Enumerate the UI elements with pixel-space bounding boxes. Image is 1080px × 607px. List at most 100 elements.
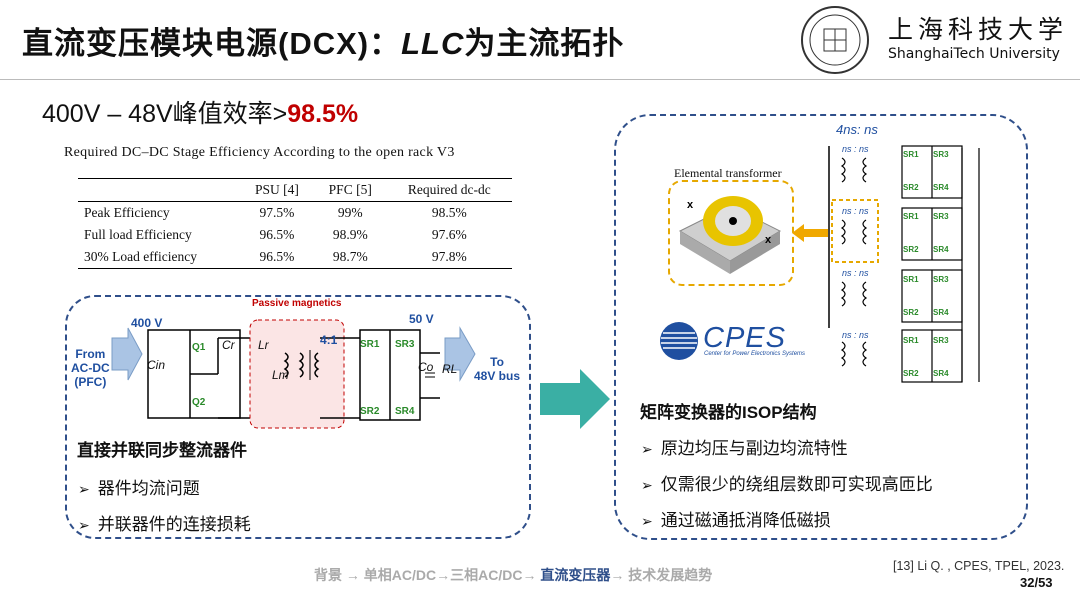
breadcrumb-current: 直流变压器 xyxy=(540,567,611,583)
ratio-label: 4:1 xyxy=(320,333,338,347)
table-cell: 97.6% xyxy=(431,227,467,242)
sr2-label: SR2 xyxy=(903,308,919,317)
title-italic: LLC xyxy=(401,26,465,61)
right-box-heading: 矩阵变换器的ISOP结构 xyxy=(640,403,817,422)
orange-arrow-icon xyxy=(792,224,828,242)
cpes-logo-sub: Center for Power Electronics Systems xyxy=(704,351,806,357)
elemental-label: Elemental transformer xyxy=(674,166,782,180)
efficiency-table: PSU [4] PFC [5] Required dc-dc Peak Effi… xyxy=(78,178,512,269)
subtitle-value: 98.5% xyxy=(287,100,359,128)
output-arrow-icon xyxy=(444,326,476,382)
table-cell: Peak Efficiency xyxy=(84,205,170,220)
title-rule xyxy=(0,79,1080,80)
right-box-item: ➢通过磁通抵消降低磁损 xyxy=(641,511,831,530)
sr4-label: SR4 xyxy=(933,308,949,317)
cin-label: Cin xyxy=(147,358,166,372)
subtitle-prefix: 400V – 48V峰值效率> xyxy=(42,100,288,128)
table-cell: 98.9% xyxy=(332,227,368,242)
sr3-label: SR3 xyxy=(395,339,415,350)
cr-label: Cr xyxy=(222,338,235,352)
table-cell: Full load Efficiency xyxy=(84,227,192,242)
bullet-arrow-icon: ➢ xyxy=(641,513,653,529)
co-label: Co xyxy=(418,360,434,374)
sr1-label: SR1 xyxy=(903,336,919,345)
right-callout-box xyxy=(614,114,1028,540)
title-tail: 为主流拓扑 xyxy=(464,26,625,61)
input-arrow-icon xyxy=(111,327,143,381)
table-cell: 97.8% xyxy=(431,249,467,264)
ns-label: ns : ns xyxy=(842,206,869,216)
right-box-item: ➢原边均压与副边均流特性 xyxy=(641,439,848,458)
table-row: Full load Efficiency 96.5% 98.9% 97.6% xyxy=(78,224,512,246)
right-arrow-icon xyxy=(540,369,610,429)
vin-label: 400 V xyxy=(131,316,163,330)
table-cell: 97.5% xyxy=(259,205,295,220)
table-cell: 99% xyxy=(337,205,363,220)
matrix-transformer-diagram xyxy=(828,145,980,383)
sr4-label: SR4 xyxy=(933,183,949,192)
sr2-label: SR2 xyxy=(903,183,919,192)
lr-label: Lr xyxy=(258,338,269,352)
page-number: 32/53 xyxy=(1020,575,1053,590)
logo-en: ShanghaiTech University xyxy=(888,46,1060,62)
ns-label: ns : ns xyxy=(842,330,869,340)
breadcrumb-prev: 背景 → 单相AC/DC→三相AC/DC→ xyxy=(314,567,541,583)
title-main: 直流变压模块电源(DCX)： xyxy=(22,26,402,61)
table-cell: 96.5% xyxy=(259,249,295,264)
sr3-label: SR3 xyxy=(933,275,949,284)
elemental-transformer-icon: x x xyxy=(678,196,782,274)
sr2-label: SR2 xyxy=(360,406,380,417)
breadcrumb-next: → 技术发展趋势 xyxy=(610,567,713,583)
reference-citation: [13] Li Q. , CPES, TPEL, 2023. xyxy=(893,559,1065,573)
sr1-label: SR1 xyxy=(903,150,919,159)
sr1-label: SR1 xyxy=(360,339,380,350)
q2-label: Q2 xyxy=(192,397,206,408)
passive-label: Passive magnetics xyxy=(252,298,342,309)
sr4-label: SR4 xyxy=(395,406,415,417)
q1-label: Q1 xyxy=(192,342,206,353)
sr1-label: SR1 xyxy=(903,212,919,221)
rl-label: RL xyxy=(442,362,458,376)
vout-label: 50 V xyxy=(409,312,434,326)
efficiency-subtitle: 400V – 48V峰值效率>98.5% xyxy=(42,94,358,130)
table-header: PFC [5] xyxy=(328,182,372,197)
left-box-heading: 直接并联同步整流器件 xyxy=(77,441,247,460)
breadcrumb: 背景 → 单相AC/DC→三相AC/DC→ 直流变压器→ 技术发展趋势 xyxy=(314,565,712,585)
matrix-ratio-label: 4ns: ns xyxy=(836,122,878,137)
ns-label: ns : ns xyxy=(842,144,869,154)
university-seal-logo xyxy=(801,6,869,74)
bullet-arrow-icon: ➢ xyxy=(641,477,653,493)
left-box-item: ➢器件均流问题 xyxy=(78,479,200,498)
bullet-arrow-icon: ➢ xyxy=(78,481,90,497)
table-cell: 98.7% xyxy=(332,249,368,264)
x-mark: x xyxy=(765,234,772,246)
slide-title: 直流变压模块电源(DCX)：LLC为主流拓扑 xyxy=(22,18,624,63)
logo-cn: 上海科技大学 xyxy=(888,15,1069,44)
table-header: Required dc-dc xyxy=(407,182,491,197)
to-label: To 48V bus xyxy=(474,355,521,383)
sr3-label: SR3 xyxy=(933,150,949,159)
cpes-logo-text: CPES xyxy=(703,322,786,354)
left-box-item: ➢并联器件的连接损耗 xyxy=(78,515,251,534)
lm-label: Lm xyxy=(272,368,289,382)
table-row: 30% Load efficiency 96.5% 98.7% 97.8% xyxy=(78,246,512,269)
bullet-arrow-icon: ➢ xyxy=(641,441,653,457)
right-box-item: ➢仅需很少的绕组层数即可实现高匝比 xyxy=(641,475,933,494)
llc-circuit-diagram xyxy=(111,319,476,429)
sr2-label: SR2 xyxy=(903,369,919,378)
sr3-label: SR3 xyxy=(933,336,949,345)
sr3-label: SR3 xyxy=(933,212,949,221)
table-header xyxy=(78,179,240,202)
sr4-label: SR4 xyxy=(933,369,949,378)
table-header-row: PSU [4] PFC [5] Required dc-dc xyxy=(78,178,512,202)
sr2-label: SR2 xyxy=(903,245,919,254)
sr1-label: SR1 xyxy=(903,275,919,284)
table-header: PSU [4] xyxy=(254,182,299,197)
bullet-arrow-icon: ➢ xyxy=(78,517,90,533)
cpes-logo-icon xyxy=(660,322,698,360)
table-caption: Required DC–DC Stage Efficiency Accordin… xyxy=(64,145,455,160)
x-mark: x xyxy=(687,199,694,211)
table-cell: 96.5% xyxy=(259,227,295,242)
table-cell: 30% Load efficiency xyxy=(84,249,197,264)
left-callout-box xyxy=(65,295,531,539)
